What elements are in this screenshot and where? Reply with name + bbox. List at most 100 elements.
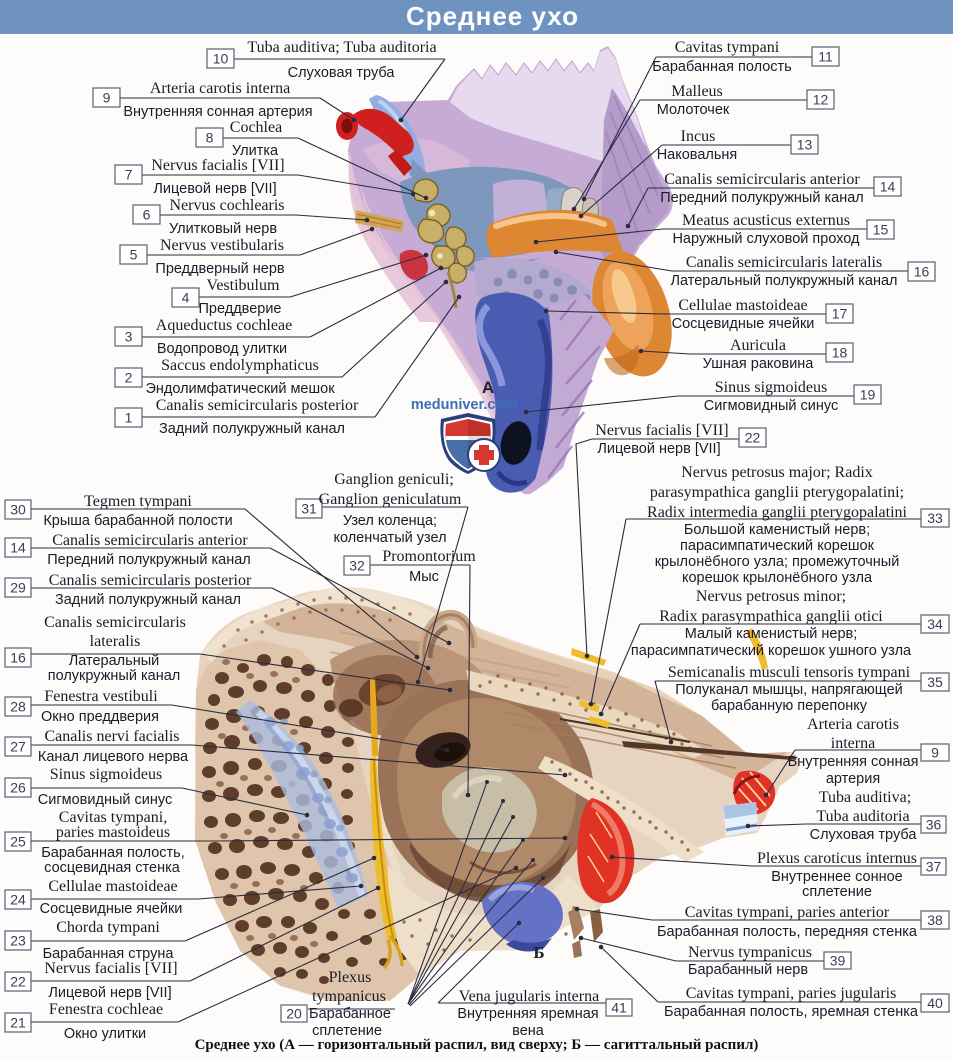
svg-text:Задний полукружный канал: Задний полукружный канал — [159, 421, 345, 437]
svg-text:19: 19 — [860, 387, 876, 403]
svg-text:Canalis semicircularis posteri: Canalis semicircularis posterior — [49, 572, 252, 589]
svg-text:22: 22 — [745, 430, 761, 446]
svg-text:11: 11 — [818, 49, 833, 65]
svg-text:6: 6 — [143, 207, 151, 223]
svg-text:сосцевидная стенка: сосцевидная стенка — [44, 860, 181, 876]
svg-text:Ganglion geniculatum: Ganglion geniculatum — [319, 491, 462, 508]
svg-text:Nervus facialis [VII]: Nervus facialis [VII] — [44, 960, 177, 977]
svg-text:Наковальня: Наковальня — [657, 147, 738, 163]
svg-text:14: 14 — [10, 540, 26, 556]
svg-text:Sinus sigmoideus: Sinus sigmoideus — [715, 379, 827, 396]
svg-text:Saccus endolymphaticus: Saccus endolymphaticus — [161, 357, 319, 374]
svg-text:Semicanalis musculi tensoris t: Semicanalis musculi tensoris tympani — [668, 664, 911, 681]
svg-text:12: 12 — [813, 92, 829, 108]
svg-text:Латеральный: Латеральный — [69, 653, 159, 669]
svg-text:Plexus caroticus internus: Plexus caroticus internus — [757, 850, 917, 867]
svg-text:Fenestra cochleae: Fenestra cochleae — [49, 1001, 163, 1018]
svg-text:Nervus vestibularis: Nervus vestibularis — [160, 237, 284, 254]
svg-text:Барабанная полость, передняя с: Барабанная полость, передняя стенка — [657, 924, 918, 940]
svg-text:Лицевой нерв [VII]: Лицевой нерв [VII] — [153, 181, 276, 197]
svg-text:Cellulae mastoideae: Cellulae mastoideae — [48, 878, 177, 895]
svg-text:Tegmen tympani: Tegmen tympani — [84, 493, 192, 510]
svg-text:Малый каменистый нерв;: Малый каменистый нерв; — [685, 626, 858, 642]
svg-text:29: 29 — [10, 580, 26, 596]
svg-text:Молоточек: Молоточек — [657, 102, 730, 118]
svg-text:парасимпатический корешок ушно: парасимпатический корешок ушного узла — [631, 643, 912, 659]
svg-text:Ушная раковина: Ушная раковина — [703, 356, 815, 372]
svg-text:meduniver.com: meduniver.com — [411, 397, 517, 413]
svg-text:41: 41 — [611, 1000, 627, 1016]
svg-text:Б: Б — [533, 943, 544, 962]
svg-text:Vena jugularis interna: Vena jugularis interna — [459, 988, 599, 1005]
svg-text:Nervus petrosus major; Radix: Nervus petrosus major; Radix — [681, 464, 873, 481]
svg-text:18: 18 — [832, 345, 848, 361]
svg-text:lateralis: lateralis — [90, 633, 141, 650]
svg-text:Сигмовидный синус: Сигмовидный синус — [704, 398, 838, 414]
svg-text:Nervus petrosus minor;: Nervus petrosus minor; — [696, 588, 846, 605]
svg-text:36: 36 — [926, 817, 942, 833]
svg-text:Sinus sigmoideus: Sinus sigmoideus — [50, 766, 162, 783]
svg-text:Преддверие: Преддверие — [199, 301, 282, 317]
svg-text:Эндолимфатический мешок: Эндолимфатический мешок — [145, 381, 335, 397]
svg-text:Полуканал мышцы, напрягающей: Полуканал мышцы, напрягающей — [675, 682, 903, 698]
svg-text:16: 16 — [914, 264, 930, 280]
svg-text:30: 30 — [10, 502, 26, 518]
svg-text:Tuba auditoria: Tuba auditoria — [816, 808, 909, 825]
svg-text:Улитковый нерв: Улитковый нерв — [169, 221, 277, 237]
svg-text:сплетение: сплетение — [312, 1023, 382, 1039]
svg-text:Передний полукружный канал: Передний полукружный канал — [660, 190, 863, 206]
svg-text:Наружный слуховой проход: Наружный слуховой проход — [672, 231, 860, 247]
svg-text:Внутренняя сонная артерия: Внутренняя сонная артерия — [123, 104, 312, 120]
svg-text:корешок крылонёбного узла: корешок крылонёбного узла — [682, 570, 873, 586]
svg-text:полукружный канал: полукружный канал — [48, 668, 180, 684]
svg-text:9: 9 — [103, 90, 111, 106]
svg-text:25: 25 — [10, 834, 26, 850]
svg-text:27: 27 — [10, 739, 26, 755]
svg-text:Лицевой нерв [VII]: Лицевой нерв [VII] — [48, 985, 171, 1001]
svg-text:35: 35 — [927, 674, 943, 690]
svg-text:Ganglion geniculi;: Ganglion geniculi; — [334, 471, 454, 488]
svg-text:Nervus facialis [VII]: Nervus facialis [VII] — [595, 422, 728, 439]
svg-text:4: 4 — [182, 290, 190, 306]
svg-text:Fenestra vestibuli: Fenestra vestibuli — [44, 688, 158, 705]
svg-text:15: 15 — [873, 222, 889, 238]
svg-text:Arteria carotis interna: Arteria carotis interna — [150, 80, 290, 97]
svg-text:барабанную перепонку: барабанную перепонку — [711, 698, 868, 714]
svg-text:Auricula: Auricula — [730, 337, 786, 354]
svg-text:Tuba auditiva;: Tuba auditiva; — [819, 789, 911, 806]
svg-text:Окно улитки: Окно улитки — [64, 1026, 146, 1042]
svg-text:Cavitas tympani, paries jugula: Cavitas tympani, paries jugularis — [686, 985, 897, 1002]
svg-text:9: 9 — [931, 745, 939, 761]
svg-text:3: 3 — [125, 329, 133, 345]
svg-text:Мыс: Мыс — [409, 569, 439, 585]
svg-text:Преддверный нерв: Преддверный нерв — [155, 261, 285, 277]
svg-text:Incus: Incus — [681, 128, 716, 145]
svg-text:Латеральный полукружный канал: Латеральный полукружный канал — [671, 273, 898, 289]
svg-text:33: 33 — [927, 510, 943, 526]
svg-text:Внутренняя сонная: Внутренняя сонная — [788, 754, 919, 770]
svg-text:Meatus acusticus externus: Meatus acusticus externus — [682, 212, 850, 229]
svg-text:Cochlea: Cochlea — [230, 119, 282, 136]
svg-text:16: 16 — [10, 650, 26, 666]
svg-text:14: 14 — [880, 179, 896, 195]
svg-text:Chorda tympani: Chorda tympani — [56, 919, 160, 936]
svg-text:interna: interna — [831, 735, 875, 752]
svg-text:22: 22 — [10, 974, 26, 990]
svg-text:Канал лицевого нерва: Канал лицевого нерва — [38, 749, 189, 765]
svg-text:Nervus facialis [VII]: Nervus facialis [VII] — [151, 157, 284, 174]
svg-text:Canalis semicircularis anterio: Canalis semicircularis anterior — [52, 532, 248, 549]
svg-text:Сосцевидные ячейки: Сосцевидные ячейки — [40, 901, 183, 917]
svg-text:Vestibulum: Vestibulum — [207, 277, 280, 294]
svg-text:Radix parasympathica ganglii o: Radix parasympathica ganglii otici — [659, 608, 883, 625]
svg-text:Передний полукружный канал: Передний полукружный канал — [47, 552, 250, 568]
svg-text:20: 20 — [286, 1006, 302, 1022]
svg-text:крылонёбного узла; промежуточн: крылонёбного узла; промежуточный — [655, 554, 900, 570]
svg-text:артерия: артерия — [826, 771, 880, 787]
svg-text:парасимпатический корешок: парасимпатический корешок — [680, 538, 875, 554]
svg-text:Сигмовидный синус: Сигмовидный синус — [38, 792, 172, 808]
svg-text:сплетение: сплетение — [802, 884, 872, 900]
svg-text:Улитка: Улитка — [232, 143, 279, 159]
svg-text:26: 26 — [10, 780, 26, 796]
svg-text:Барабанная полость: Барабанная полость — [652, 59, 791, 75]
svg-text:Слуховая труба: Слуховая труба — [810, 827, 918, 843]
